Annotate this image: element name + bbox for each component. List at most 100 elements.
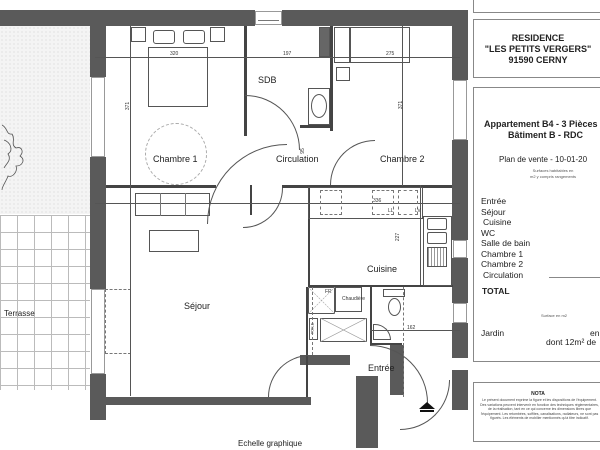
dim-sdb-width: 197 (283, 51, 292, 57)
list-item: Entrée (481, 196, 507, 206)
sdb-shelf (319, 27, 330, 57)
residence-line2: "LES PETITS VERGERS" (484, 44, 592, 54)
list-item: Chambre 2 (481, 259, 524, 269)
floor-plan: Terrasse 320 371 197 275 371 95 (0, 10, 468, 448)
dimension-line-right (402, 26, 403, 186)
wall-horizontal-circ (282, 185, 452, 188)
shower (308, 287, 335, 314)
title-block-top-stub (473, 0, 600, 13)
sdb-sink-cabinet (308, 88, 330, 125)
sdb-window (255, 11, 282, 25)
room-label-chambre2: Chambre 2 (380, 154, 425, 164)
surfaces-note-1: Surfaces habitables en (532, 168, 574, 173)
room-label-cuisine: Cuisine (367, 264, 398, 274)
kitchen-drainer (427, 247, 447, 267)
room-label-sdb: SDB (258, 75, 277, 85)
chambre1-window (91, 77, 105, 157)
garden-value: en (590, 328, 600, 338)
terrace-label: Terrasse (4, 309, 35, 318)
total-divider (549, 277, 600, 278)
kitchen-counter-right (423, 216, 452, 286)
residence-block: RESIDENCE "LES PETITS VERGERS" 91590 CER… (473, 19, 600, 78)
wc-bowl (388, 298, 401, 316)
chambre2-box (336, 67, 350, 81)
cuisine-window (453, 240, 467, 258)
wc-window (453, 303, 467, 323)
storage-box (320, 318, 367, 342)
right-wall-2 (452, 140, 468, 240)
dimension-line-top (95, 57, 460, 58)
sejour-window (91, 289, 105, 374)
surfaces-note-2: m2 y compris rangements (530, 174, 577, 179)
room-label-entree: Entrée (368, 363, 395, 373)
residence-line3: 91590 CERNY (508, 55, 568, 65)
wall-circ-right (308, 185, 310, 285)
list-item: Cuisine (483, 217, 512, 227)
chambre2-window (453, 80, 467, 140)
pillow-right (183, 30, 205, 44)
bottom-wall-entry (300, 355, 350, 365)
wall-cuisine-bottom (308, 285, 453, 287)
dimension-line-left (130, 26, 131, 396)
right-wall-1 (452, 10, 468, 80)
coffee-table (149, 230, 199, 252)
apartment-block: Appartement B4 - 3 Pièces Bâtiment B - R… (473, 87, 600, 362)
toilet-tag (309, 318, 318, 340)
wall-sdb-bottom (300, 125, 332, 128)
entree-dashed-line (312, 287, 313, 355)
bed-chambre1 (148, 47, 208, 107)
kitchen-appliance-ll (372, 190, 394, 215)
fr-label: FR (325, 289, 332, 295)
list-item: WC (481, 227, 496, 238)
list-item: Chambre 1 (481, 248, 524, 259)
wall-wc-left (370, 287, 372, 345)
wc-handbasin (373, 324, 391, 340)
dim-entree-width: 162 (407, 325, 416, 331)
dim-chambre2-width: 275 (386, 51, 395, 57)
residence-line1: RESIDENCE (511, 33, 565, 43)
kitchen-counter-top (308, 187, 423, 219)
nightstand-right (210, 27, 225, 42)
dimension-line-entry (370, 330, 460, 331)
garden-label: Jardin (481, 328, 505, 338)
room-label-sejour: Séjour (184, 301, 211, 311)
wall-sejour-right (306, 287, 308, 397)
chambre2-wardrobe (334, 27, 350, 63)
garden-detail: dont 12m² de (546, 337, 597, 347)
surface-note: Surface en m2 (541, 313, 568, 318)
sejour-door-swing (105, 289, 131, 354)
dim-chambre2-depth: 371 (398, 100, 405, 110)
ll-label: LL (388, 208, 394, 214)
chambre2-wardrobe-2 (350, 27, 410, 63)
left-wall-lower (90, 222, 106, 289)
room-label-chambre1: Chambre 1 (153, 154, 198, 164)
dim-chambre1-depth: 371 (125, 101, 132, 111)
kitchen-appliance-1 (320, 190, 342, 215)
wall-wc-bottom (370, 343, 402, 345)
dim-cuisine-depth: 227 (395, 232, 402, 242)
chaudiere-label: Chaudière (342, 296, 366, 302)
wc-tank (383, 289, 405, 297)
left-wall-bottom (90, 374, 106, 420)
nota-text: Le présent document exprime la figure et… (480, 398, 599, 420)
dimension-line-kitchen (420, 185, 421, 285)
nota-block: NOTA Le présent document exprime la figu… (473, 382, 600, 442)
plan-date: Plan de vente - 10-01-20 (499, 155, 588, 164)
list-item: Circulation (483, 269, 524, 280)
entry-arrow-icon (419, 402, 435, 412)
nightstand-left (131, 27, 146, 42)
list-item: Séjour (481, 206, 506, 217)
wall-horizontal-chambres (106, 185, 216, 188)
pillow-left (153, 30, 175, 44)
left-wall-mid (90, 157, 106, 222)
right-wall-5 (452, 370, 468, 410)
top-wall-right (282, 10, 452, 26)
wall-chambre1-sdb (244, 26, 247, 136)
scale-label: Echelle graphique (238, 439, 303, 448)
top-wall-left-b (0, 10, 255, 16)
terrace-area (0, 215, 90, 390)
right-wall-3 (452, 258, 468, 303)
circulation-door-arc (245, 95, 300, 150)
list-item: Salle de bain (481, 238, 531, 248)
turning-circle-chambre1 (145, 123, 207, 185)
